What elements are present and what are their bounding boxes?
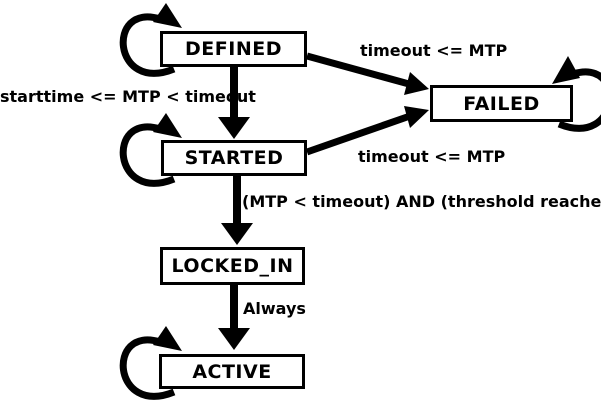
edge-defined-to-failed (306, 52, 429, 95)
node-active: ACTIVE (159, 354, 305, 389)
edge-started-self-loop (119, 113, 182, 187)
edge-active-self-loop (119, 326, 182, 400)
edge-failed-self-loop (552, 56, 601, 132)
edge-label-defined-to-failed: timeout <= MTP (360, 41, 508, 60)
node-locked-in-label: LOCKED_IN (171, 255, 294, 277)
node-locked-in: LOCKED_IN (160, 247, 305, 285)
node-defined: DEFINED (160, 31, 307, 67)
edge-started-to-failed (305, 106, 429, 156)
edge-label-locked-in-to-active: Always (243, 299, 306, 318)
edge-defined-self-loop (119, 3, 182, 77)
edge-defined-to-started (218, 66, 250, 139)
edge-started-to-locked-in (221, 175, 253, 245)
node-started-label: STARTED (184, 147, 284, 169)
node-started: STARTED (161, 140, 307, 176)
edge-label-started-to-locked-in: (MTP < timeout) AND (threshold reached) (242, 192, 601, 211)
edge-label-defined-to-started: starttime <= MTP < timeout (0, 87, 256, 106)
node-failed-label: FAILED (463, 92, 540, 115)
edge-label-started-to-failed: timeout <= MTP (358, 147, 506, 166)
edge-locked-in-to-active (218, 284, 250, 350)
node-defined-label: DEFINED (185, 38, 282, 60)
node-failed: FAILED (430, 85, 573, 122)
node-active-label: ACTIVE (192, 360, 272, 383)
